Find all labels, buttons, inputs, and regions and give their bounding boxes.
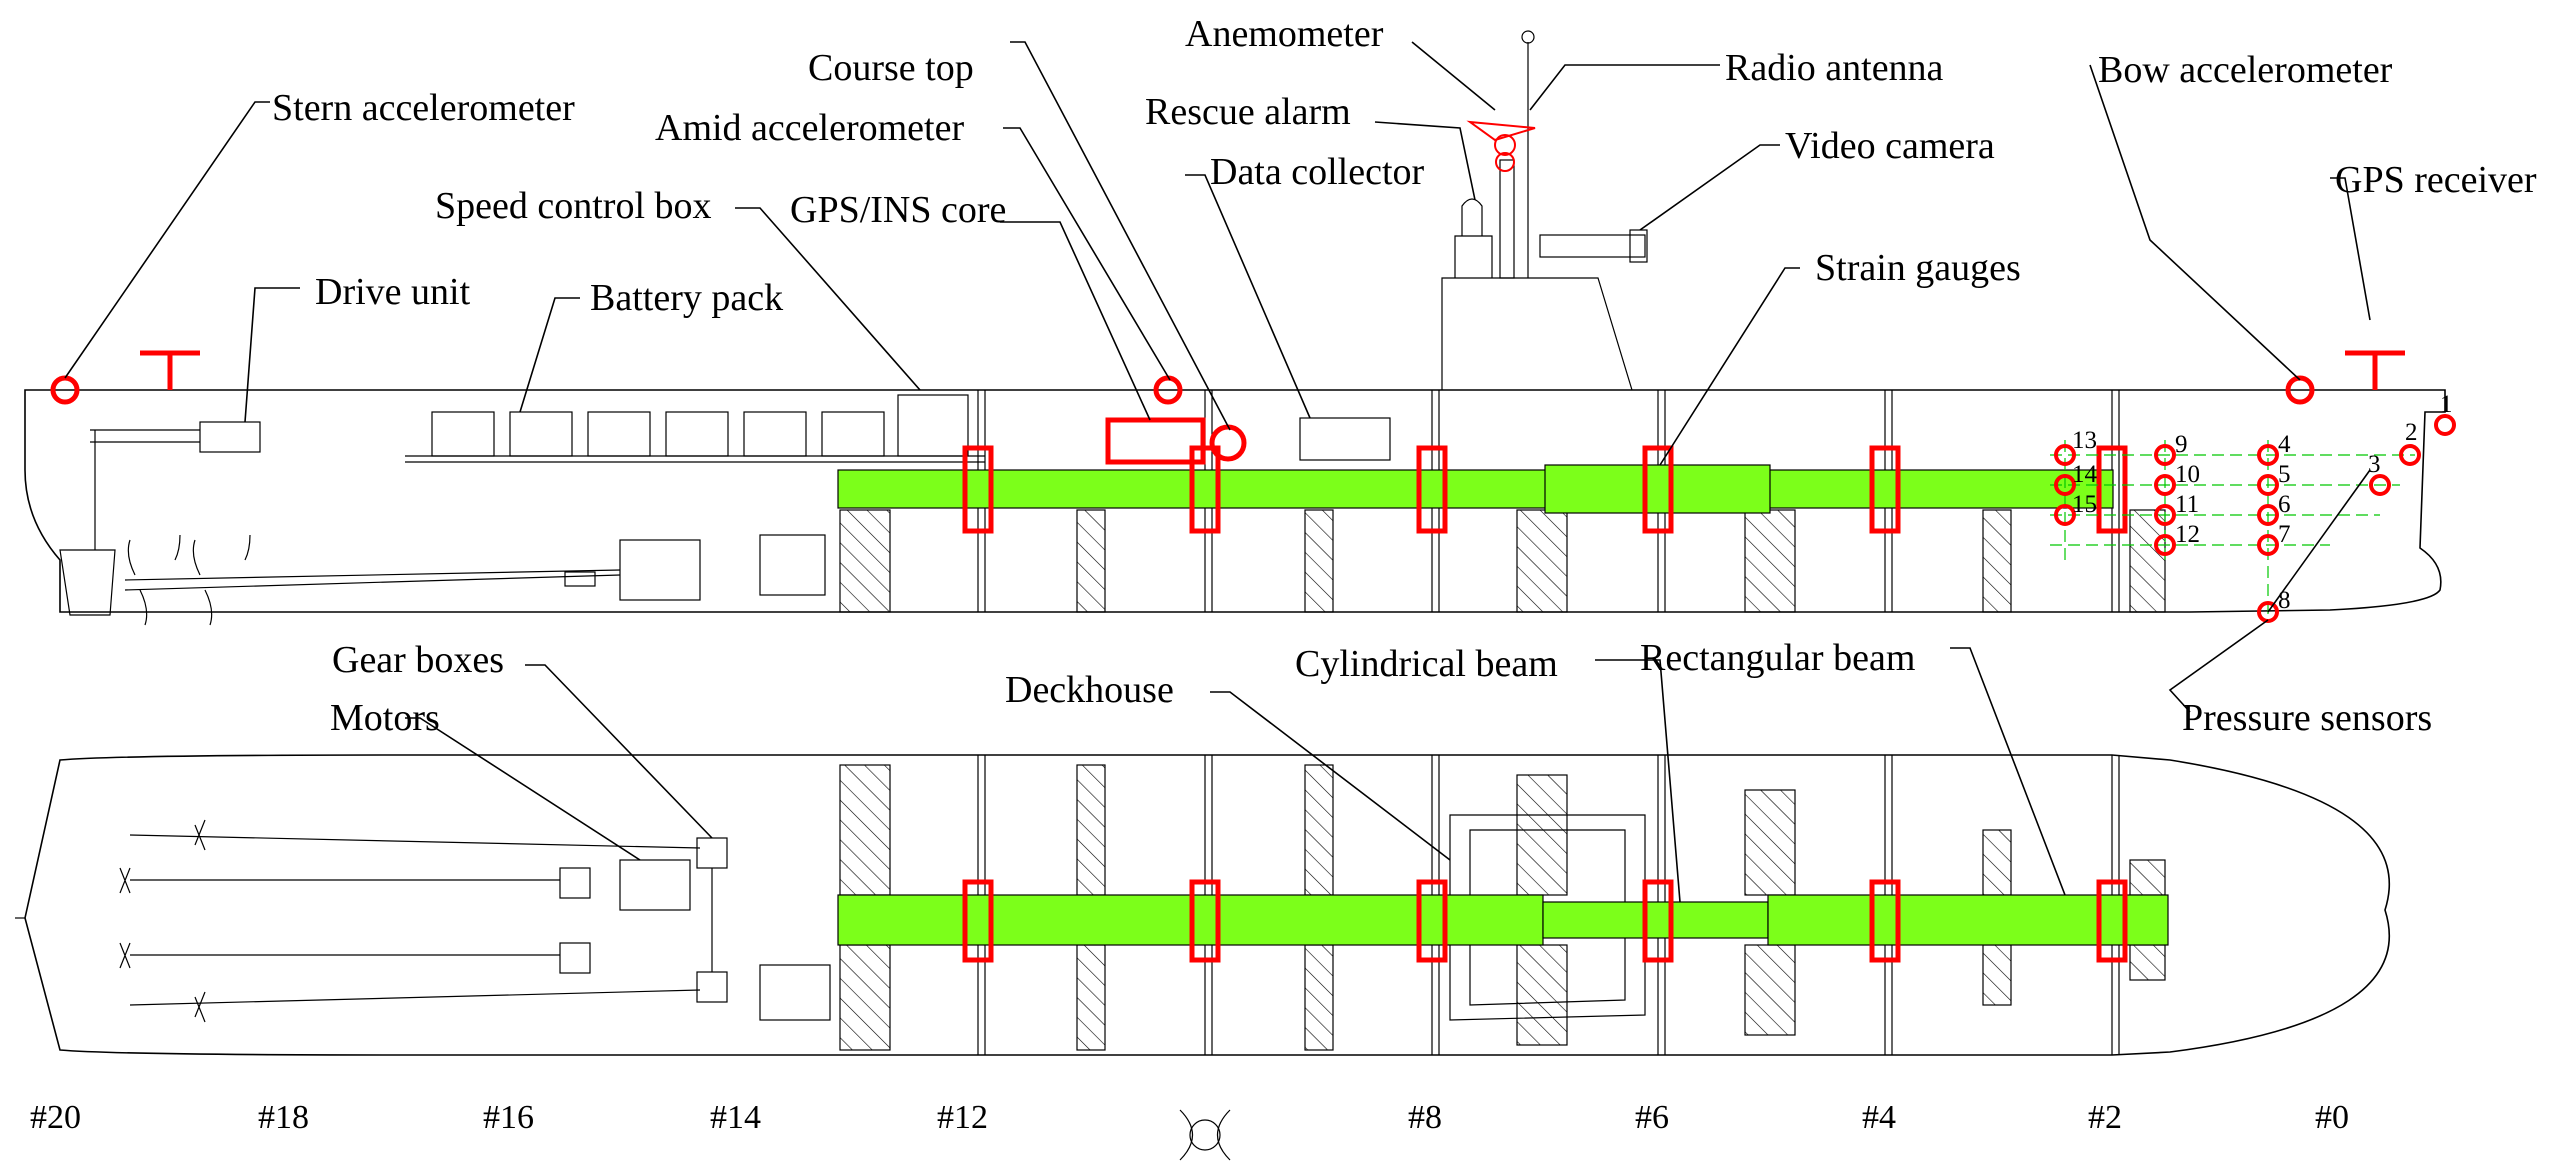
sensor-num-15: 15 [2072,491,2097,518]
label-gear-boxes: Gear boxes [332,639,504,681]
label-rectangular-beam: Rectangular beam [1640,637,1915,679]
data-collector-box [1299,417,1391,461]
sensor-num-8: 8 [2278,587,2291,614]
gps-ins-core [1105,417,1206,465]
label-strain-gauges: Strain gauges [1815,247,2021,289]
label-drive-unit: Drive unit [315,271,471,313]
label-radio-antenna: Radio antenna [1725,47,1944,89]
label-anemometer: Anemometer [1185,13,1384,55]
gear-box-2 [696,971,728,1003]
label-amid-accelerometer: Amid accelerometer [655,107,964,149]
plan-view [15,754,2391,1056]
sensor-num-5: 5 [2278,461,2291,488]
motor-2 [759,964,831,1021]
frame-0: #0 [2315,1099,2349,1136]
label-deckhouse: Deckhouse [1005,669,1174,711]
motor-1 [619,859,691,911]
sensor-num-10: 10 [2175,461,2200,488]
label-gps-receiver: GPS receiver [2335,159,2537,201]
superstructure [1441,277,1633,391]
frame-20: #20 [30,1099,81,1136]
sensor-num-7: 7 [2278,521,2291,548]
label-course-top: Course top [808,47,974,89]
sensor-num-2: 2 [2405,419,2418,446]
gps-t-stern [140,350,200,390]
rectangular-beam-plan [1767,894,2169,946]
sensor-num-9: 9 [2175,431,2188,458]
label-motors: Motors [330,697,440,739]
course-top-marker [1209,424,1247,462]
label-pressure-sensors: Pressure sensors [2182,697,2432,739]
label-gps-ins-core: GPS/INS core [790,189,1006,231]
label-bow-accelerometer: Bow accelerometer [2098,49,2393,91]
midship-symbol [1179,1109,1231,1161]
label-cylindrical-beam: Cylindrical beam [1295,643,1558,685]
label-data-collector: Data collector [1210,151,1425,193]
frame-16: #16 [483,1099,534,1136]
frame-2: #2 [2088,1099,2122,1136]
sensor-num-3: 3 [2368,451,2381,478]
leader-lines [64,41,2371,903]
gps-t-bow [2345,350,2405,390]
sensor-num-4: 4 [2278,431,2291,458]
label-battery-pack: Battery pack [590,277,783,319]
bow-accelerometer-marker [2285,375,2315,405]
hull-side-outline [24,389,2446,613]
anemometer-device [1466,120,1536,172]
sensor-num-13: 13 [2072,427,2097,454]
hull-plan-outline [24,754,2391,1056]
frame-4: #4 [1862,1099,1896,1136]
beam-side [837,469,2114,509]
label-rescue-alarm: Rescue alarm [1145,91,1351,133]
frame-8: #8 [1408,1099,1442,1136]
sensor-num-12: 12 [2175,521,2200,548]
rudder [59,549,116,616]
frame-14: #14 [710,1099,761,1136]
frame-6: #6 [1635,1099,1669,1136]
frame-12: #12 [937,1099,988,1136]
sensor-num-14: 14 [2072,461,2098,488]
sensor-num-6: 6 [2278,491,2291,518]
frame-18: #18 [258,1099,309,1136]
sensor-num-1: 1 [2440,391,2453,418]
speed-control-box [897,394,969,457]
label-stern-accelerometer: Stern accelerometer [272,87,575,129]
gear-box-1 [696,837,728,869]
sensor-num-11: 11 [2175,491,2199,518]
deckhouse-plan [1449,814,1646,1021]
label-video-camera: Video camera [1785,125,1995,167]
cylindrical-beam-plan [1542,901,1769,939]
pressure-sensor-dots [2054,414,2456,623]
drive-unit-box [199,421,261,453]
label-speed-control-box: Speed control box [435,185,712,227]
